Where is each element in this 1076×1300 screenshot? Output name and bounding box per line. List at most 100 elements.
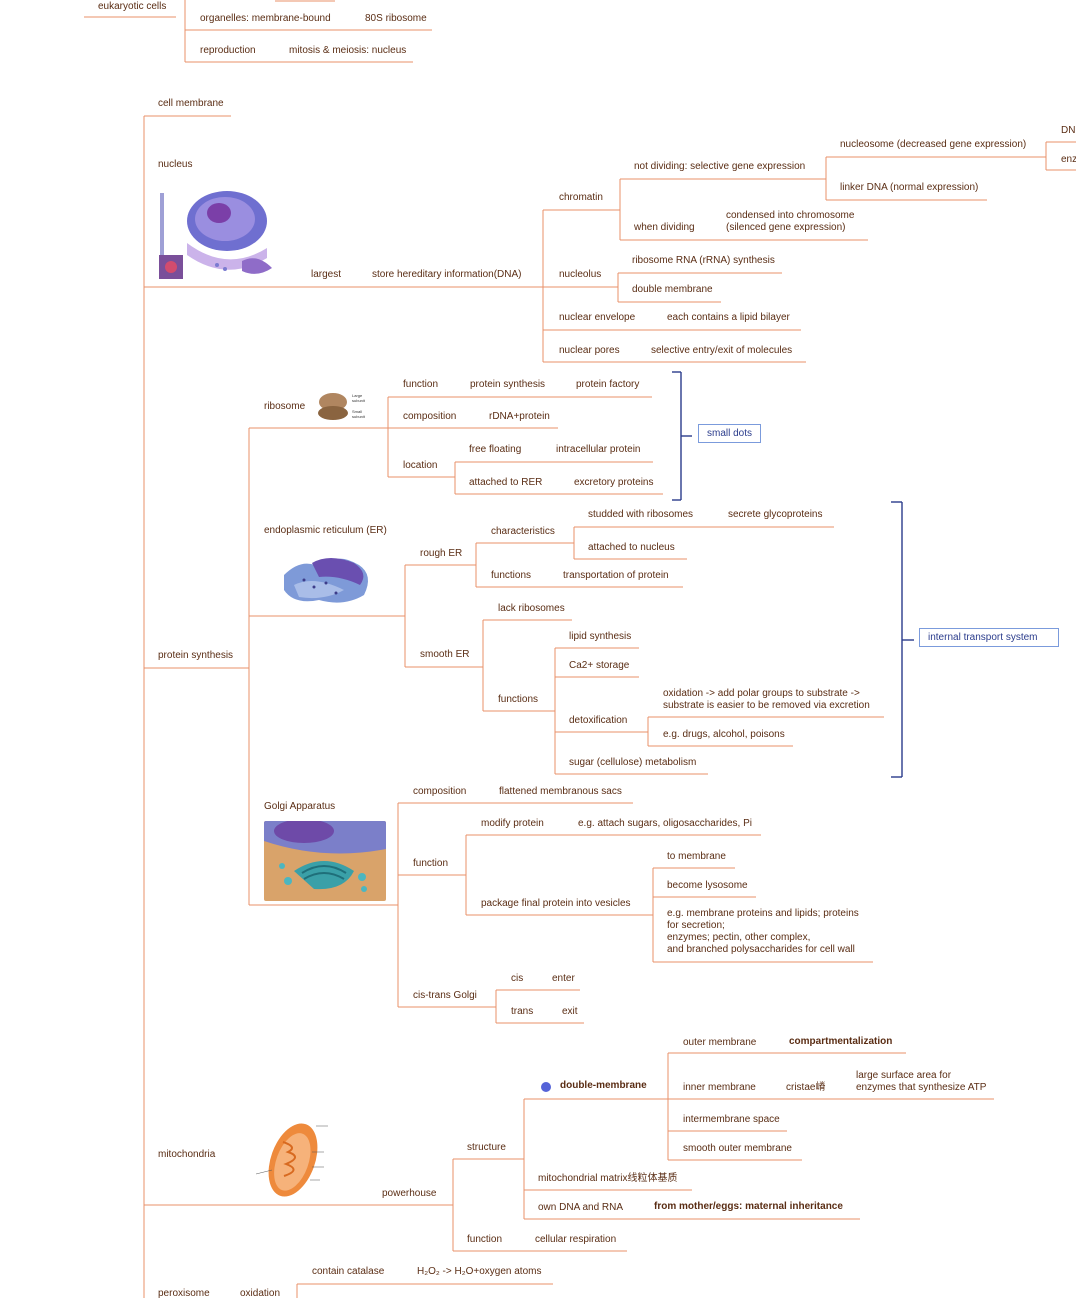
trans-node[interactable]: trans bbox=[511, 1006, 534, 1017]
package-vesicles-node[interactable]: package final protein into vesicles bbox=[481, 898, 631, 909]
nucleosome-node[interactable]: nucleosome (decreased gene expression) bbox=[840, 139, 1027, 150]
mitosis-node[interactable]: mitosis & meiosis: nucleus bbox=[289, 45, 407, 56]
cell-membrane-node[interactable]: cell membrane bbox=[158, 98, 224, 109]
peroxisome-oxidation-node[interactable]: oxidation bbox=[240, 1288, 281, 1299]
attached-rer-node[interactable]: attached to RER bbox=[469, 477, 543, 488]
organelles-node[interactable]: organelles: membrane-bound bbox=[200, 13, 331, 24]
rough-er-functions-node[interactable]: functions bbox=[491, 570, 532, 581]
ribosome-protein-synthesis-node[interactable]: protein synthesis bbox=[470, 379, 546, 390]
not-dividing-node[interactable]: not dividing: selective gene expression bbox=[634, 161, 806, 172]
when-dividing-node[interactable]: when dividing bbox=[634, 222, 695, 233]
contain-catalase-node[interactable]: contain catalase bbox=[312, 1266, 385, 1277]
svg-text:Small: Small bbox=[352, 409, 362, 414]
free-floating-node[interactable]: free floating bbox=[469, 444, 522, 455]
double-membrane-mito-node[interactable]: double-membrane bbox=[560, 1080, 647, 1091]
marker-icon bbox=[541, 1082, 551, 1092]
rrna-node[interactable]: ribosome RNA (rRNA) synthesis bbox=[632, 255, 775, 266]
golgi-function-node[interactable]: function bbox=[413, 858, 449, 869]
nuclear-envelope-node[interactable]: nuclear envelope bbox=[559, 312, 636, 323]
become-lysosome-node[interactable]: become lysosome bbox=[667, 880, 748, 891]
nucleolus-node[interactable]: nucleolus bbox=[559, 269, 602, 280]
er-node[interactable]: endoplasmic reticulum (ER) bbox=[264, 525, 387, 536]
smooth-er-node[interactable]: smooth ER bbox=[420, 649, 470, 660]
oxidation-line-1[interactable]: oxidation -> add polar groups to substra… bbox=[663, 688, 860, 699]
sugar-metabolism-node[interactable]: sugar (cellulose) metabolism bbox=[569, 757, 697, 768]
detoxification-node[interactable]: detoxification bbox=[569, 715, 628, 726]
own-dna-rna-node[interactable]: own DNA and RNA bbox=[538, 1202, 624, 1213]
store-hereditary-node[interactable]: store hereditary information(DNA) bbox=[372, 269, 522, 280]
lipid-bilayer-node[interactable]: each contains a lipid bilayer bbox=[667, 312, 790, 323]
oxidation-line-2: substrate is easier to be removed via ex… bbox=[663, 700, 870, 711]
ribosome-function-node[interactable]: function bbox=[403, 379, 439, 390]
exit-node[interactable]: exit bbox=[562, 1006, 578, 1017]
structure-node[interactable]: structure bbox=[467, 1142, 506, 1153]
peroxisome-node[interactable]: peroxisome bbox=[158, 1288, 210, 1299]
rdna-protein-node[interactable]: rDNA+protein bbox=[489, 411, 550, 422]
ribosome-location-node[interactable]: location bbox=[403, 460, 438, 471]
attached-nucleus-node[interactable]: attached to nucleus bbox=[588, 542, 675, 553]
mitochondrial-matrix-node[interactable]: mitochondrial matrix线粒体基质 bbox=[538, 1173, 678, 1184]
eg-membrane-line-2: for secretion; bbox=[667, 920, 725, 931]
lipid-synthesis-node[interactable]: lipid synthesis bbox=[569, 631, 632, 642]
nucleus-diagram-image bbox=[157, 183, 285, 283]
enzyme-cutoff-node[interactable]: enz bbox=[1061, 154, 1076, 165]
eg-membrane-line-3: enzymes; pectin, other complex, bbox=[667, 932, 811, 943]
ribosome-composition-node[interactable]: composition bbox=[403, 411, 457, 422]
compartmentalization-node[interactable]: compartmentalization bbox=[789, 1036, 893, 1047]
to-membrane-node[interactable]: to membrane bbox=[667, 851, 726, 862]
cis-trans-node[interactable]: cis-trans Golgi bbox=[413, 990, 477, 1001]
flattened-sacs-node[interactable]: flattened membranous sacs bbox=[499, 786, 622, 797]
protein-factory-node[interactable]: protein factory bbox=[576, 379, 640, 390]
largest-node[interactable]: largest bbox=[311, 269, 342, 280]
ca-storage-node[interactable]: Ca2+ storage bbox=[569, 660, 630, 671]
ribosome-node[interactable]: ribosome bbox=[264, 401, 306, 412]
eukaryotic-cells-node[interactable]: eukaryotic cells bbox=[98, 1, 167, 12]
cis-node[interactable]: cis bbox=[511, 973, 524, 984]
small-dots-summary[interactable]: small dots bbox=[698, 424, 762, 443]
modify-protein-node[interactable]: modify protein bbox=[481, 818, 544, 829]
intermembrane-space-node[interactable]: intermembrane space bbox=[683, 1114, 780, 1125]
mitochondria-node[interactable]: mitochondria bbox=[158, 1149, 216, 1160]
enter-node[interactable]: enter bbox=[552, 973, 575, 984]
rough-er-characteristics-node[interactable]: characteristics bbox=[491, 526, 555, 537]
80s-ribosome-node[interactable]: 80S ribosome bbox=[365, 13, 427, 24]
double-membrane-node[interactable]: double membrane bbox=[632, 284, 713, 295]
h2o2-reaction-node[interactable]: H₂O₂ -> H₂O+oxygen atoms bbox=[417, 1266, 542, 1277]
nuclear-pores-node[interactable]: nuclear pores bbox=[559, 345, 620, 356]
excretory-proteins-node[interactable]: excretory proteins bbox=[574, 477, 654, 488]
eg-drugs-node[interactable]: e.g. drugs, alcohol, poisons bbox=[663, 729, 785, 740]
rough-er-node[interactable]: rough ER bbox=[420, 548, 463, 559]
secrete-glycoproteins-node[interactable]: secrete glycoproteins bbox=[728, 509, 823, 520]
lack-ribosomes-node[interactable]: lack ribosomes bbox=[498, 603, 565, 614]
inner-membrane-node[interactable]: inner membrane bbox=[683, 1082, 756, 1093]
linker-dna-node[interactable]: linker DNA (normal expression) bbox=[840, 182, 979, 193]
studded-ribosomes-node[interactable]: studded with ribosomes bbox=[588, 509, 694, 520]
condensed-line-2: (silenced gene expression) bbox=[726, 222, 846, 233]
intracellular-protein-node[interactable]: intracellular protein bbox=[556, 444, 641, 455]
large-surface-line-1[interactable]: large surface area for bbox=[856, 1070, 952, 1081]
golgi-node[interactable]: Golgi Apparatus bbox=[264, 801, 336, 812]
smooth-outer-membrane-node[interactable]: smooth outer membrane bbox=[683, 1143, 792, 1154]
transportation-protein-node[interactable]: transportation of protein bbox=[563, 570, 669, 581]
dna-cutoff-node[interactable]: DN bbox=[1061, 125, 1076, 136]
golgi-image bbox=[264, 821, 386, 901]
cellular-respiration-node[interactable]: cellular respiration bbox=[535, 1234, 617, 1245]
chromatin-node[interactable]: chromatin bbox=[559, 192, 603, 203]
protein-synthesis-node[interactable]: protein synthesis bbox=[158, 650, 234, 661]
golgi-composition-node[interactable]: composition bbox=[413, 786, 467, 797]
smooth-er-functions-node[interactable]: functions bbox=[498, 694, 539, 705]
eg-sugars-node[interactable]: e.g. attach sugars, oligosaccharides, Pi bbox=[578, 818, 752, 829]
condensed-line-1[interactable]: condensed into chromosome bbox=[726, 210, 855, 221]
reproduction-node[interactable]: reproduction bbox=[200, 45, 256, 56]
mito-function-node[interactable]: function bbox=[467, 1234, 503, 1245]
nucleus-node[interactable]: nucleus bbox=[158, 159, 193, 170]
outer-membrane-node[interactable]: outer membrane bbox=[683, 1037, 757, 1048]
cristae-node[interactable]: cristae嵴 bbox=[786, 1082, 826, 1093]
internal-transport-summary[interactable]: internal transport system bbox=[919, 628, 1059, 647]
maternal-inheritance-node[interactable]: from mother/eggs: maternal inheritance bbox=[654, 1201, 843, 1212]
eg-membrane-line-1[interactable]: e.g. membrane proteins and lipids; prote… bbox=[667, 908, 859, 919]
er-image bbox=[264, 545, 390, 613]
powerhouse-node[interactable]: powerhouse bbox=[382, 1188, 437, 1199]
selective-entry-node[interactable]: selective entry/exit of molecules bbox=[651, 345, 793, 356]
